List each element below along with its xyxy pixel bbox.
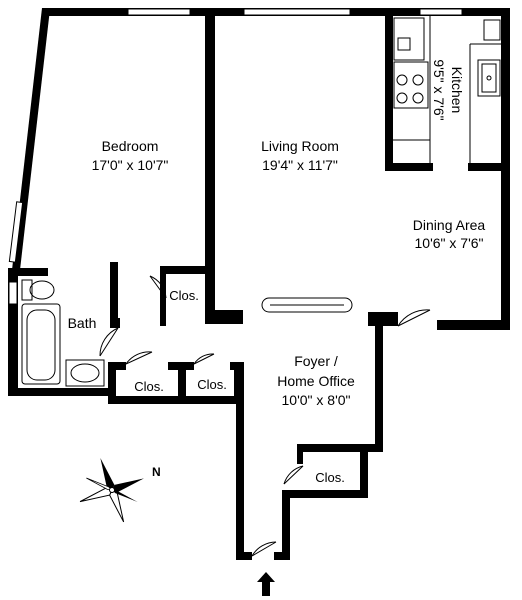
walls (8, 8, 510, 560)
bath-fixtures (21, 279, 105, 387)
dining-area-name: Dining Area (413, 217, 486, 233)
compass-rose-icon (79, 458, 144, 523)
kitchen-fixtures (392, 16, 501, 163)
closet-hall-right-label: Clos. (197, 377, 227, 392)
foyer-size: 10'0" x 8'0" (282, 392, 351, 408)
entrance-arrow-icon (257, 572, 275, 596)
living-room-size: 19'4" x 11'7" (262, 157, 338, 173)
room-labels: Bedroom 17'0" x 10'7" Living Room 19'4" … (68, 59, 486, 485)
kitchen-name: Kitchen (449, 67, 465, 114)
windows (8, 8, 463, 305)
foyer-name-line2: Home Office (277, 373, 355, 389)
dining-area-size: 10'6" x 7'6" (415, 235, 484, 251)
foyer-name-line1: Foyer / (294, 353, 338, 369)
bedroom-name: Bedroom (102, 138, 159, 154)
living-room-name: Living Room (261, 138, 339, 154)
closet-bedroom-label: Clos. (169, 288, 199, 303)
bath-name: Bath (68, 315, 97, 331)
compass-north-label: N (152, 465, 161, 479)
bedroom-size: 17'0" x 10'7" (92, 157, 169, 173)
kitchen-size: 9'5" x 7'6" (431, 59, 447, 120)
closet-hall-left-label: Clos. (134, 379, 164, 394)
doors (99, 275, 431, 557)
closet-entry-label: Clos. (315, 470, 345, 485)
